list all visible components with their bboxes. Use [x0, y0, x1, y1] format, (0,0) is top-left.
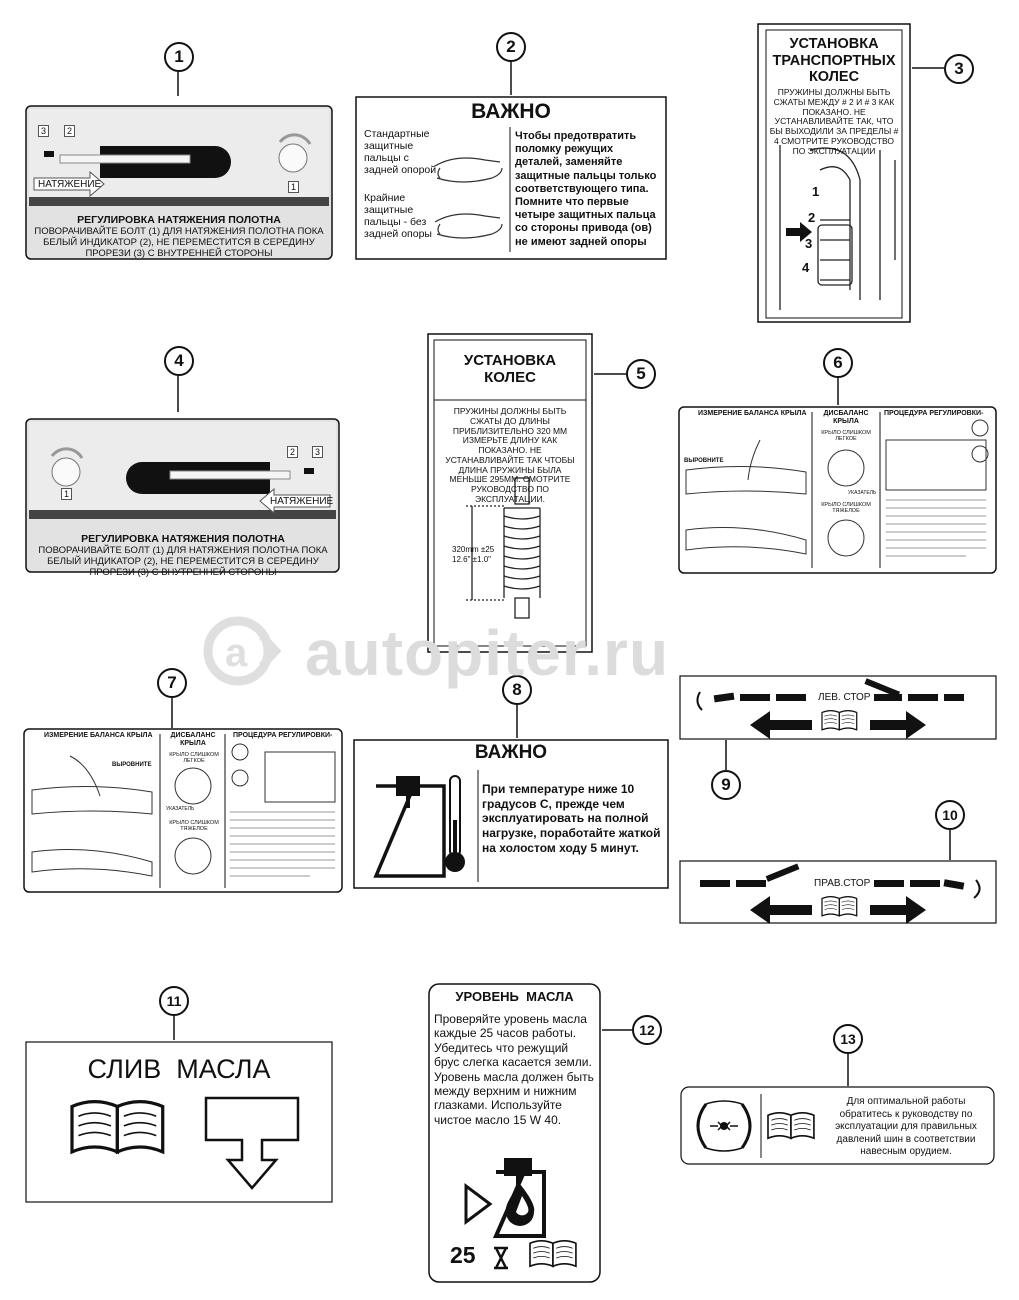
l7-light: КРЫЛО СЛИШКОМ ЛЕГКОЕ: [169, 752, 219, 765]
callout-8: 8: [502, 675, 532, 705]
l7-heavy: КРЫЛО СЛИШКОМ ТЯЖЕЛОЕ: [169, 820, 219, 833]
l4-text: ПОВОРАЧИВАЙТЕ БОЛТ (1) ДЛЯ НАТЯЖЕНИЯ ПОЛ…: [38, 545, 328, 578]
l4-num-1: 1: [61, 488, 73, 500]
label-7-wing-balance: [23, 728, 343, 893]
l6-align: ВЫРОВНИТЕ: [684, 458, 724, 464]
l3-mark-2: 2: [808, 210, 816, 225]
l6-pointer: УКАЗАТЕЛЬ: [848, 490, 877, 496]
l7-pointer: УКАЗАТЕЛЬ: [166, 806, 195, 812]
l3-mark-4: 4: [802, 260, 810, 275]
callout-6: 6: [823, 348, 853, 378]
l1-num-1: 1: [288, 181, 300, 193]
oil-level-icon: [464, 1158, 546, 1238]
hourglass-icon: [494, 1246, 508, 1270]
l2-title: ВАЖНО: [471, 100, 551, 123]
l1-text: ПОВОРАЧИВАЙТЕ БОЛТ (1) ДЛЯ НАТЯЖЕНИЯ ПОЛ…: [34, 226, 324, 259]
l3-text: ПРУЖИНЫ ДОЛЖНЫ БЫТЬ СЖАТЫ МЕЖДУ # 2 И # …: [769, 87, 899, 156]
l6-light: КРЫЛО СЛИШКОМ ЛЕГКОЕ: [821, 430, 871, 443]
oil-tank-icon: [373, 776, 446, 878]
l7-heading-measure: ИЗМЕРЕНИЕ БАЛАНСА КРЫЛА: [44, 732, 153, 739]
label-11-oil-drain: [25, 1041, 333, 1203]
l10-right-side: ПРАВ.СТОР: [812, 878, 873, 889]
l7-heading-procedure: ПРОЦЕДУРА РЕГУЛИРОВКИ-: [233, 732, 333, 739]
l6-heading-imbalance: ДИСБАЛАНС КРЫЛА: [823, 410, 869, 426]
label-1-belt-tension: [25, 105, 333, 260]
thermometer-icon: [445, 775, 465, 872]
l3-title: УСТАНОВКА ТРАНСПОРТНЫХ КОЛЕС: [772, 36, 896, 86]
callout-2: 2: [496, 32, 526, 62]
l3-mark-3: 3: [805, 236, 813, 251]
label-13-tire-pressure: [680, 1086, 995, 1165]
l7-heading-imbalance: ДИСБАЛАНС КРЫЛА: [170, 732, 216, 748]
l5-title: УСТАНОВКА КОЛЕС: [463, 352, 557, 387]
l2-left-2: Крайние защитные пальцы - без задней опо…: [364, 192, 432, 241]
l8-text: При температуре ниже 10 градусов С, преж…: [482, 782, 661, 855]
label-2-guard-fingers: [355, 96, 667, 260]
l1-title: РЕГУЛИРОВКА НАТЯЖЕНИЯ ПОЛОТНА: [77, 214, 281, 226]
l6-heading-measure: ИЗМЕРЕНИЕ БАЛАНСА КРЫЛА: [698, 410, 807, 417]
l4-arrow-label: НАТЯЖЕНИЕ: [270, 496, 334, 507]
l12-text: Проверяйте уровень масла каждые 25 часов…: [434, 1012, 594, 1127]
label-8-important-temperature: [353, 739, 669, 889]
l8-title: ВАЖНО: [474, 742, 548, 763]
callout-12: 12: [632, 1015, 662, 1045]
l5-dim-mm: 320mm ±25: [452, 545, 495, 554]
l1-arrow-label: НАТЯЖЕНИЕ: [38, 179, 102, 190]
label-3-transport-wheels: [757, 23, 911, 323]
l5-text: ПРУЖИНЫ ДОЛЖНЫ БЫТЬ СЖАТЫ ДО ДЛИНЫ ПРИБЛ…: [445, 406, 575, 504]
l13-text: Для оптимальной работы обратитесь к руко…: [835, 1096, 977, 1157]
l3-mark-1: 1: [812, 184, 820, 199]
l7-align: ВЫРОВНИТЕ: [112, 762, 152, 768]
label-5-wheel-install: [427, 333, 593, 653]
callout-9: 9: [711, 770, 741, 800]
l9-left-side: ЛЕВ. СТОР: [814, 692, 875, 703]
callout-7: 7: [157, 668, 187, 698]
l2-left-1: Стандартные защитные пальцы с задней опо…: [364, 128, 437, 177]
l4-num-3: 3: [312, 446, 324, 458]
l2-right: Чтобы предотвратить поломку режущих дета…: [515, 130, 657, 248]
callout-10: 10: [935, 800, 965, 830]
callout-4: 4: [164, 346, 194, 376]
l11-title: СЛИВ МАСЛА: [87, 1054, 271, 1084]
l1-num-3: 3: [38, 125, 50, 137]
callout-5: 5: [626, 359, 656, 389]
label-9-left-side: [679, 675, 997, 740]
l5-dim-in: 12.6" ±1.0": [452, 555, 491, 564]
label-6-wing-balance: [678, 406, 997, 574]
spring-drawing: [466, 477, 541, 619]
label-10-right-side: [679, 860, 997, 924]
l4-title: РЕГУЛИРОВКА НАТЯЖЕНИЯ ПОЛОТНА: [81, 533, 285, 545]
watermark-text: autopiter.ru: [305, 617, 670, 689]
l1-num-2: 2: [64, 125, 76, 137]
l6-heavy: КРЫЛО СЛИШКОМ ТЯЖЕЛОЕ: [821, 502, 871, 515]
l12-title: УРОВЕНЬ МАСЛА: [455, 989, 574, 1004]
callout-13: 13: [833, 1024, 863, 1054]
l4-num-2: 2: [287, 446, 299, 458]
callout-11: 11: [159, 986, 189, 1016]
watermark-logo: a: [203, 616, 282, 686]
label-4-belt-tension: [25, 418, 340, 573]
callout-3: 3: [944, 54, 974, 84]
l12-hours: 25: [450, 1242, 476, 1268]
l6-heading-procedure: ПРОЦЕДУРА РЕГУЛИРОВКИ-: [884, 410, 984, 417]
label-12-oil-level: [428, 983, 601, 1283]
tire-pressure-icon: [696, 1100, 752, 1152]
callout-1: 1: [164, 42, 194, 72]
leader-lines: [171, 62, 951, 1086]
svg-text:a: a: [225, 631, 248, 675]
